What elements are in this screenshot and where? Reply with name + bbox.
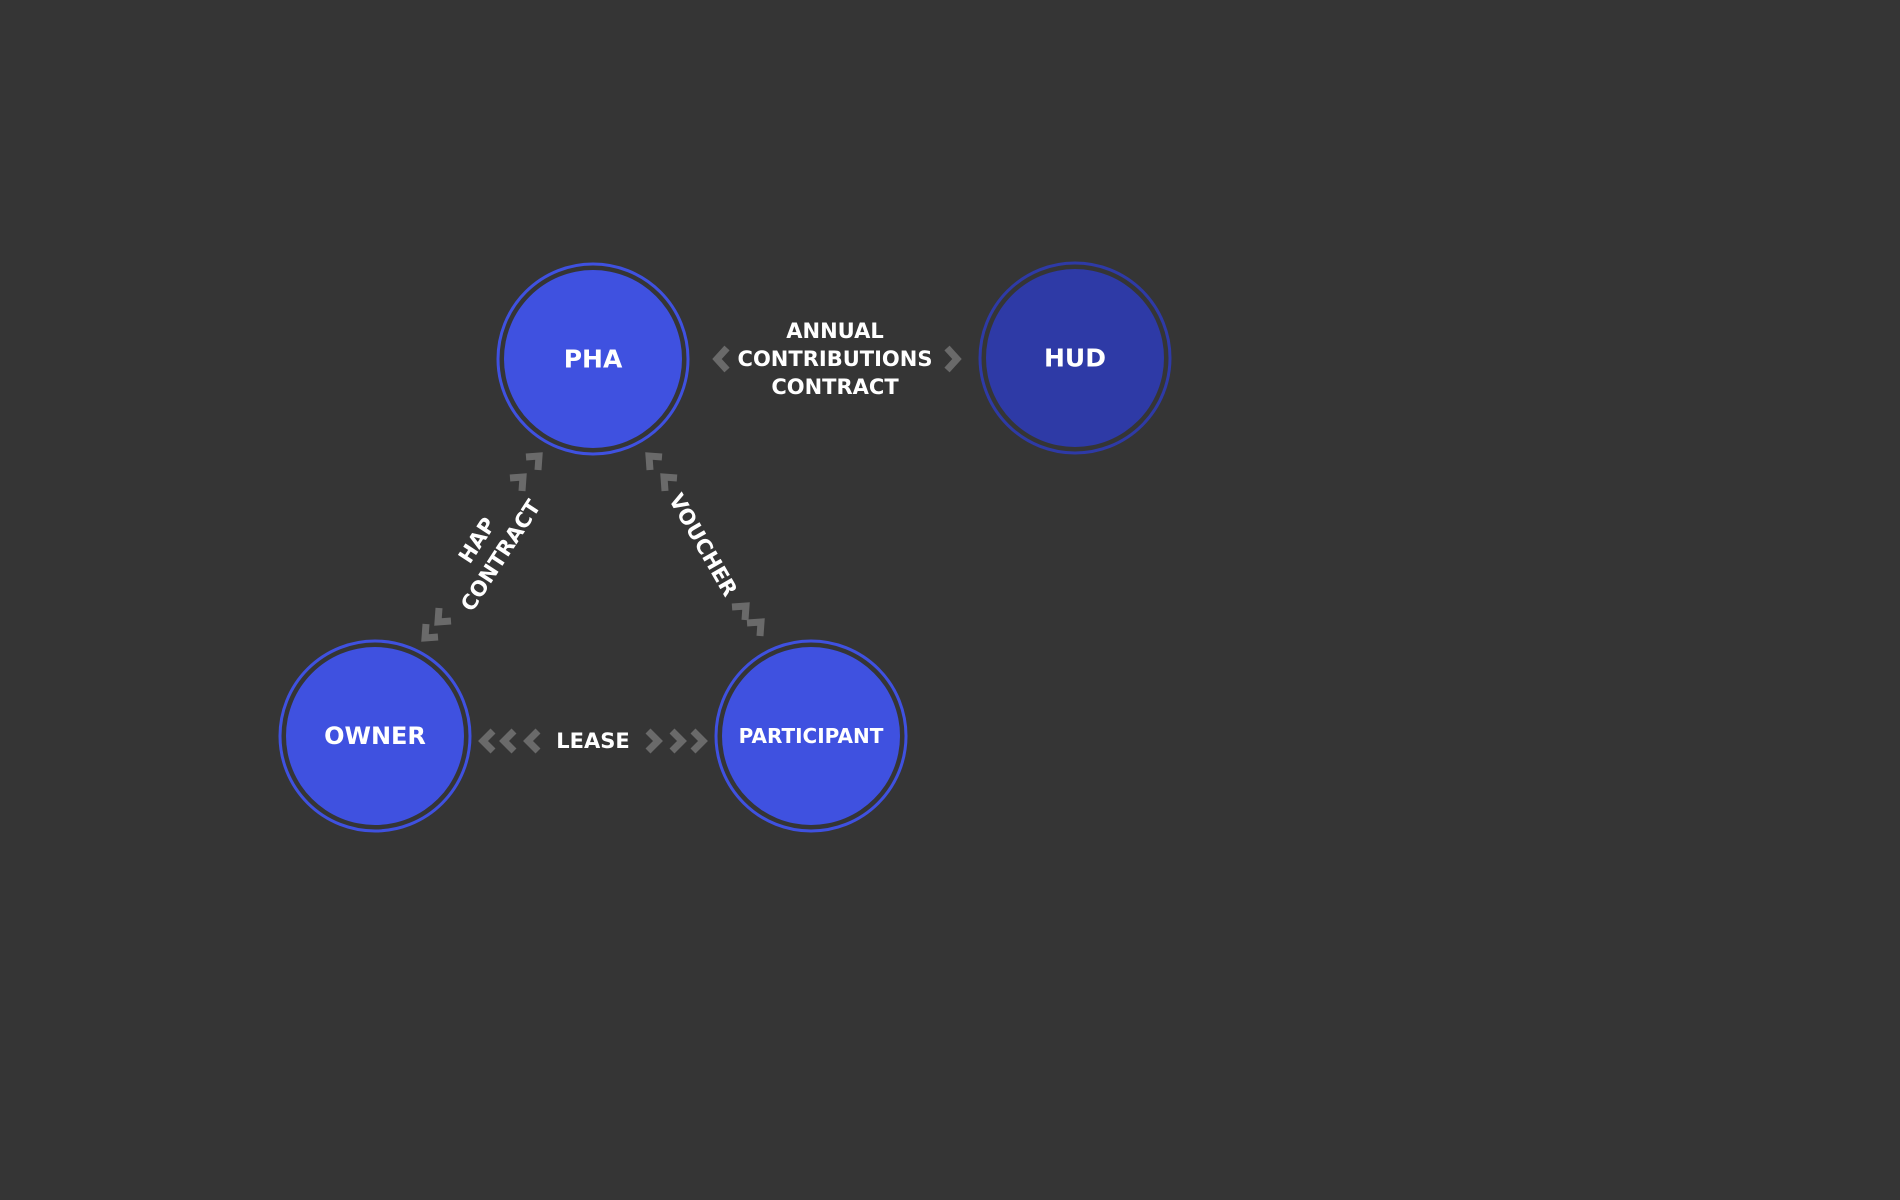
edge-pha-participant: VOUCHER bbox=[645, 452, 765, 637]
chevron-up-left-icon bbox=[660, 473, 678, 492]
chevron-up-right-icon bbox=[509, 473, 527, 492]
node-owner-ring bbox=[278, 639, 472, 833]
chevron-right-icon bbox=[690, 728, 708, 754]
node-participant-circle bbox=[722, 647, 900, 825]
edge-pha-hud-label-line1: ANNUAL bbox=[786, 319, 883, 343]
node-hud-ring bbox=[978, 261, 1172, 455]
chevron-down-right-icon bbox=[731, 602, 750, 621]
node-owner-circle bbox=[286, 647, 464, 825]
edge-owner-participant-label: LEASE bbox=[556, 729, 629, 753]
node-hud-circle bbox=[986, 269, 1164, 447]
node-owner: OWNER bbox=[278, 639, 472, 833]
chevron-right-icon bbox=[944, 345, 962, 373]
node-pha: PHA bbox=[496, 262, 690, 456]
edge-pha-hud-label-line2: CONTRIBUTIONS bbox=[738, 347, 933, 371]
node-pha-label: PHA bbox=[564, 345, 623, 374]
node-owner-label: OWNER bbox=[324, 722, 426, 750]
node-hud-label: HUD bbox=[1044, 344, 1106, 373]
node-pha-ring bbox=[496, 262, 690, 456]
chevron-down-left-icon bbox=[434, 607, 452, 626]
edge-pha-hud-label-line3: CONTRACT bbox=[771, 375, 899, 399]
node-pha-circle bbox=[504, 270, 682, 448]
node-participant-label: PARTICIPANT bbox=[739, 724, 884, 748]
edge-owner-participant: LEASE bbox=[478, 728, 708, 754]
chevron-right-icon bbox=[669, 728, 687, 754]
chevron-left-icon bbox=[499, 728, 517, 754]
chevron-up-right-icon bbox=[525, 452, 543, 471]
node-participant-ring bbox=[714, 639, 908, 833]
edge-pha-owner: HAP CONTRACT bbox=[421, 452, 546, 642]
chevron-right-icon bbox=[645, 728, 663, 754]
edge-pha-participant-label: VOUCHER bbox=[664, 490, 742, 601]
chevron-down-left-icon bbox=[421, 623, 439, 642]
chevron-left-icon bbox=[523, 728, 541, 754]
chevron-left-icon bbox=[478, 728, 496, 754]
chevron-down-right-icon bbox=[746, 618, 765, 637]
node-hud: HUD bbox=[978, 261, 1172, 455]
node-participant: PARTICIPANT bbox=[714, 639, 908, 833]
edge-pha-hud: ANNUAL CONTRIBUTIONS CONTRACT bbox=[712, 319, 962, 399]
chevron-left-icon bbox=[712, 345, 730, 373]
chevron-up-left-icon bbox=[645, 452, 663, 471]
